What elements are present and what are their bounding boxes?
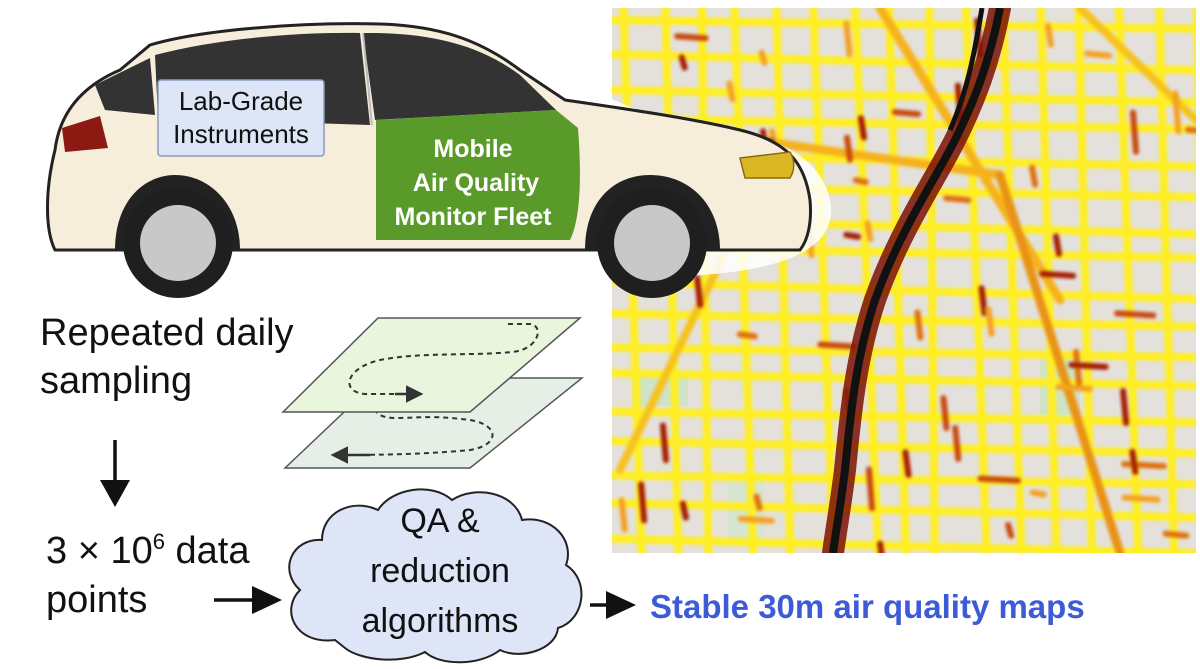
map-hotspot bbox=[914, 309, 924, 341]
map-hotspot bbox=[726, 80, 736, 103]
fleet-label-line1: Mobile bbox=[433, 135, 512, 163]
map-hotspot bbox=[737, 515, 775, 524]
headlight bbox=[739, 151, 795, 179]
map-hotspot bbox=[902, 449, 912, 479]
map-hotspot bbox=[1114, 310, 1157, 319]
map-hotspot bbox=[891, 109, 922, 118]
datapoints-suffix: data bbox=[165, 530, 250, 572]
cloud-shape bbox=[288, 488, 583, 664]
sampling-text-line1: Repeated daily bbox=[40, 312, 294, 354]
map-hotspot bbox=[843, 20, 853, 58]
datapoints-text-line2: points bbox=[46, 579, 147, 621]
map-hotspot bbox=[1039, 270, 1077, 279]
sampling-route-planes bbox=[281, 317, 585, 469]
map-hotspot bbox=[1130, 109, 1140, 155]
map-hotspot bbox=[843, 231, 862, 240]
map-hotspot bbox=[852, 177, 869, 186]
map-hotspot bbox=[758, 49, 768, 66]
instruments-label-line1: Lab-Grade bbox=[179, 86, 303, 116]
map-hotspot bbox=[1029, 164, 1039, 188]
output-label: Stable 30m air quality maps bbox=[650, 588, 1085, 625]
map-hotspot bbox=[1068, 361, 1109, 370]
datapoints-exponent: 6 bbox=[153, 529, 165, 554]
map-hotspot bbox=[736, 331, 758, 340]
map-hotspot bbox=[952, 424, 962, 463]
map-hotspot bbox=[678, 54, 688, 71]
map-hotspot bbox=[1005, 522, 1015, 539]
map-hotspot bbox=[943, 195, 972, 204]
map-hotspot bbox=[864, 220, 874, 242]
map-hotspot bbox=[1121, 494, 1161, 503]
down-arrow bbox=[100, 440, 130, 507]
car-illustration: Lab-Grade Instruments Mobile Air Quality… bbox=[30, 15, 832, 298]
rear-wheel bbox=[123, 188, 233, 298]
map-hotspot bbox=[1045, 22, 1055, 48]
map-hotspot bbox=[877, 540, 885, 553]
map-hotspot bbox=[844, 134, 854, 163]
qa-cloud: QA & reduction algorithms bbox=[288, 488, 583, 664]
map-hotspot bbox=[978, 285, 988, 317]
air-quality-map bbox=[612, 8, 1196, 580]
map-hotspot bbox=[1129, 448, 1139, 475]
map-hotspot bbox=[679, 500, 689, 521]
rear-window bbox=[95, 58, 155, 115]
map-hotspot bbox=[1172, 90, 1182, 135]
door-panel bbox=[376, 110, 580, 240]
map-hotspot bbox=[1184, 126, 1196, 134]
map-hotspot bbox=[857, 115, 867, 141]
map-hotspot bbox=[1055, 383, 1093, 392]
cloud-text-line1: QA & bbox=[400, 502, 480, 540]
map-hotspot bbox=[659, 422, 669, 464]
cloud-text-line2: reduction bbox=[370, 552, 510, 590]
side-window-front bbox=[363, 32, 556, 120]
map-hotspot bbox=[1083, 50, 1113, 59]
map-hotspot bbox=[694, 275, 704, 308]
route-path-lower bbox=[333, 395, 494, 456]
map-hotspot bbox=[1120, 387, 1130, 427]
map-hotspot bbox=[618, 497, 628, 533]
fleet-label-line2: Air Quality bbox=[413, 169, 540, 197]
arrow-to-cloud bbox=[214, 586, 282, 614]
instruments-label-box bbox=[157, 79, 325, 157]
map-street bbox=[612, 565, 1196, 580]
route-path-upper bbox=[348, 323, 539, 395]
front-wheel bbox=[597, 188, 707, 298]
map-hotspot bbox=[1052, 233, 1062, 257]
map-hotspot bbox=[817, 341, 856, 350]
map-hotspot bbox=[638, 481, 648, 524]
datapoints-text-line1: 3 × 106 data bbox=[46, 529, 250, 572]
tail-light bbox=[62, 116, 108, 152]
map-hotspot bbox=[865, 466, 875, 512]
map-hotspot bbox=[977, 475, 1022, 484]
map-hotspot bbox=[1029, 489, 1047, 498]
fleet-label-line3: Monitor Fleet bbox=[395, 203, 553, 231]
map-hotspot bbox=[753, 493, 763, 512]
arrow-to-output bbox=[590, 591, 636, 619]
instruments-label-line2: Instruments bbox=[173, 119, 309, 149]
route-plane-upper bbox=[281, 317, 583, 413]
map-hotspot bbox=[674, 33, 709, 42]
datapoints-prefix: 3 × 10 bbox=[46, 530, 153, 572]
map-hotspot bbox=[940, 395, 950, 432]
map-hotspot bbox=[985, 306, 995, 337]
map-hotspot bbox=[1121, 461, 1167, 470]
cloud-text-line3: algorithms bbox=[362, 602, 519, 640]
sampling-text-line2: sampling bbox=[40, 360, 192, 402]
map-hotspot bbox=[1162, 530, 1190, 539]
